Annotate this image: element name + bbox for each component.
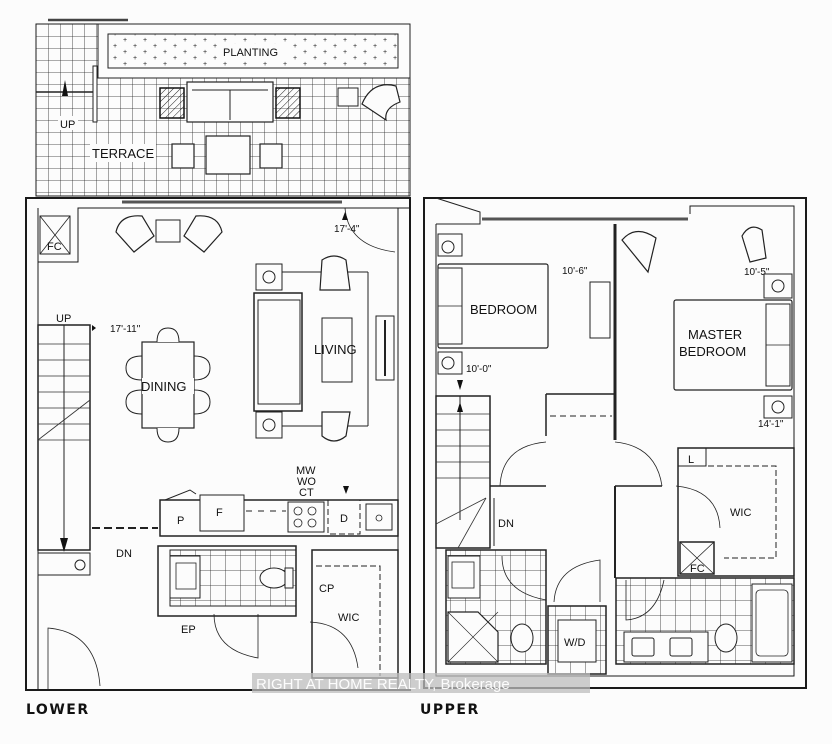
bedroom: BEDROOM 10'-6" 10'-0" — [437, 233, 611, 390]
watermark-band — [252, 673, 590, 693]
master-label-line1: MASTER — [688, 327, 742, 342]
dishwasher-label: D — [340, 513, 348, 525]
lower-stair-up-label: UP — [56, 313, 71, 325]
lower-floor-name: LOWER — [26, 702, 90, 718]
upper-fc-label: FC — [690, 563, 705, 575]
side-table — [275, 87, 301, 119]
toilet — [510, 623, 534, 653]
armchair — [321, 411, 351, 442]
bedroom-label: BEDROOM — [470, 302, 537, 317]
master-width-dim: 10'-5" — [744, 267, 770, 278]
toilet — [714, 623, 738, 653]
washer-dryer — [557, 619, 597, 663]
planting-label: PLANTING — [223, 47, 278, 59]
armchair — [621, 230, 657, 274]
master-label-line2: BEDROOM — [679, 344, 746, 359]
lower-stairs: UP — [37, 313, 91, 552]
kitchen-sink — [365, 503, 393, 531]
ep-label: EP — [181, 624, 196, 636]
lower-wic: CP WIC — [309, 549, 399, 679]
entry-door[interactable] — [47, 627, 101, 690]
side-table — [159, 87, 185, 119]
pantry-label: P — [177, 515, 184, 527]
lounge-chair — [361, 84, 401, 122]
toilet — [259, 567, 289, 589]
up-arrow-icon — [62, 80, 68, 96]
lower-wic-label: WIC — [338, 612, 359, 624]
master-wic: L WIC FC — [675, 447, 795, 577]
upper-stairs: DN — [435, 395, 514, 549]
upper-floor: BEDROOM 10'-6" 10'-0" 10'-5" MASTER BEDR… — [420, 197, 807, 718]
lower-fc-label: FC — [47, 241, 62, 253]
terrace-table — [205, 135, 251, 175]
dishwasher — [327, 499, 361, 535]
linen-label: L — [688, 454, 694, 466]
master-bathroom — [615, 577, 795, 665]
appliance-mw: MW — [296, 465, 316, 477]
upper-stair-dn-label: DN — [498, 518, 514, 530]
bedroom-depth-dim: 10'-0" — [466, 364, 492, 375]
terrace-label: TERRACE — [92, 146, 154, 161]
master-depth-dim: 14'-1" — [758, 419, 784, 430]
sofa — [253, 292, 303, 412]
outlet-icon — [74, 559, 86, 571]
dining-dimension: 17'-11" — [110, 324, 141, 335]
lamp-icon — [771, 279, 785, 293]
accent-chair — [741, 226, 767, 263]
lower-floor: FC UP DN 17'-4" 17'-11" — [25, 197, 411, 718]
dining-label: DINING — [141, 379, 187, 394]
fridge-label: F — [216, 507, 223, 519]
master-bedroom: 10'-5" MASTER BEDROOM 14'-1" — [621, 226, 793, 430]
lamp-icon — [262, 270, 276, 284]
terrace-up-label: UP — [60, 119, 75, 131]
armchair — [183, 215, 223, 253]
master-bed — [673, 299, 793, 391]
upper-floor-name: UPPER — [420, 702, 480, 718]
lamp-icon — [771, 400, 785, 414]
cooktop — [287, 501, 325, 533]
lamp-icon — [441, 240, 455, 254]
living-area: LIVING — [253, 255, 395, 442]
laundry-label: W/D — [564, 637, 585, 649]
bedroom-width-dim: 10'-6" — [562, 266, 588, 277]
upper-wic-label: WIC — [730, 507, 751, 519]
dining-table: DINING — [125, 327, 211, 443]
watermark: RIGHT AT HOME REALTY, Brokerage — [256, 676, 510, 693]
powder-room: EP — [157, 545, 297, 659]
armchair — [115, 215, 155, 253]
door-swing — [213, 613, 259, 659]
terrace: PLANTING UP TERRACE — [35, 18, 411, 197]
living-label: LIVING — [314, 342, 357, 357]
armchair — [319, 255, 351, 291]
second-bathroom — [445, 549, 547, 665]
living-dimension: 17'-4" — [334, 224, 360, 235]
appliance-wo: WO — [297, 476, 316, 488]
coffee-table — [321, 317, 353, 383]
lamp-icon — [441, 356, 455, 370]
cp-label: CP — [319, 583, 334, 595]
kitchen: P F D MW WO CT — [159, 465, 399, 537]
appliance-ct: CT — [299, 487, 314, 499]
lower-stair-dn-label: DN — [116, 548, 132, 560]
lamp-icon — [262, 418, 276, 432]
laundry-closet: W/D — [547, 559, 607, 675]
